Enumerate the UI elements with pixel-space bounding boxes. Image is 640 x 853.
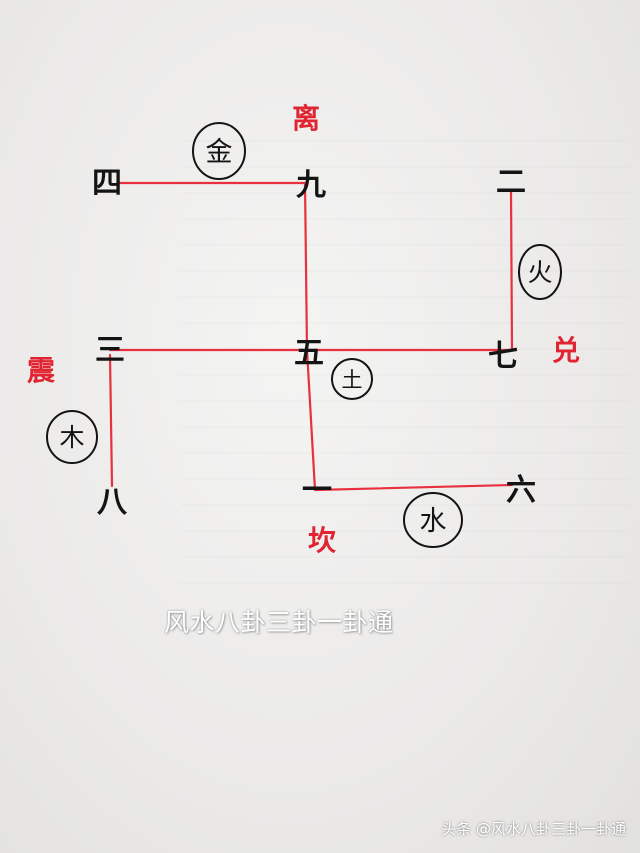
- connection-lines: [108, 181, 514, 492]
- element-water: 水: [420, 506, 447, 537]
- trigram-dui: 兑: [552, 334, 580, 367]
- element-water-circle: 水: [403, 492, 463, 548]
- number-one: 一: [302, 473, 332, 508]
- line-1-6: [313, 483, 514, 492]
- trigram-zhen: 震: [27, 354, 56, 387]
- trigram-kan: 坎: [308, 524, 336, 557]
- number-three: 三: [95, 333, 125, 368]
- element-wood: 木: [59, 423, 84, 452]
- line-3-8: [108, 353, 114, 488]
- caption-text: 风水八卦三卦一卦通: [164, 608, 394, 637]
- number-six: 六: [506, 473, 536, 508]
- number-five: 五: [294, 336, 324, 371]
- trigram-li: 离: [292, 102, 320, 135]
- element-fire: 火: [527, 258, 552, 287]
- element-wood-circle: 木: [46, 410, 98, 464]
- element-metal: 金: [206, 137, 233, 168]
- watermark: 头条 @风水八卦三卦一卦通: [441, 820, 626, 838]
- number-four: 四: [92, 166, 122, 201]
- number-two: 二: [496, 165, 526, 200]
- element-metal-circle: 金: [192, 122, 246, 180]
- line-9-5: [303, 181, 309, 352]
- line-2-7: [509, 188, 514, 352]
- number-eight: 八: [97, 485, 128, 520]
- line-5-1: [305, 348, 317, 492]
- element-fire-circle: 火: [518, 244, 562, 300]
- number-seven: 七: [488, 339, 518, 374]
- number-nine: 九: [296, 168, 326, 203]
- element-earth: 土: [342, 368, 363, 392]
- element-earth-circle: 土: [331, 358, 373, 400]
